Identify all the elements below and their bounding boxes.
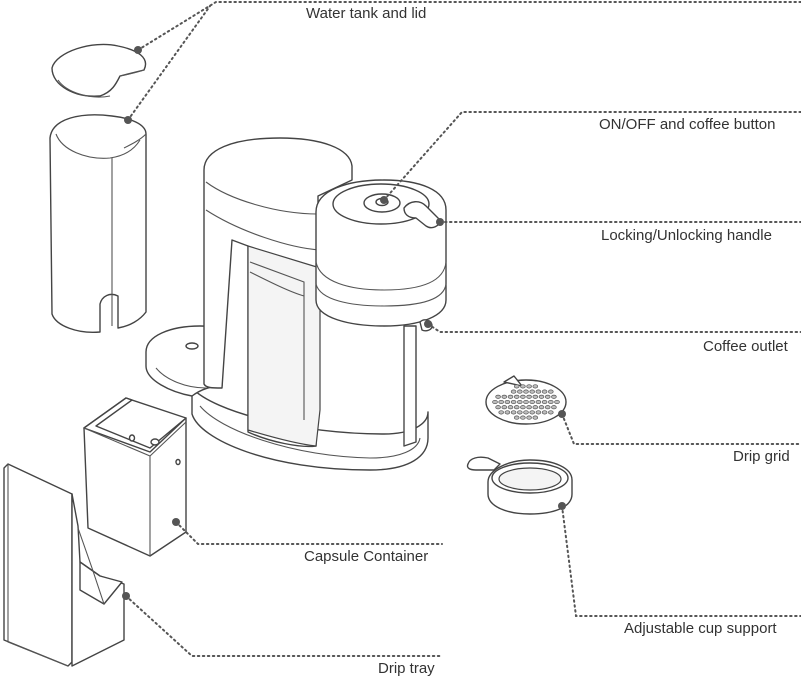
leader-outlet [427,323,801,333]
drip-grid-hole [513,384,520,389]
drip-grid-hole [529,399,535,405]
drip-grid-hole [526,394,532,399]
label-on-off-button: ON/OFF and coffee button [599,116,776,133]
drip-grid-hole [541,410,548,415]
drip-grid-hole [538,405,545,410]
drip-grid [485,375,567,425]
drip-grid-hole [495,394,501,399]
drip-grid-hole [526,405,532,410]
dot-water-tank [124,116,132,124]
drip-grid-hole [532,415,539,420]
drip-grid-hole [498,410,504,415]
drip-grid-hole [532,405,539,410]
dot-cup-support [558,502,566,510]
drip-grid-hole [526,415,532,420]
dot-on-off [380,196,388,204]
leader-capsule [175,521,443,545]
drip-grid-hole [495,405,501,410]
drip-grid-hole [523,410,529,415]
drip-grid-hole [507,394,514,399]
callout-leaders [125,1,801,657]
label-locking-handle: Locking/Unlocking handle [601,227,772,244]
drip-grid-hole [551,405,557,410]
drip-grid-hole [517,389,523,394]
drip-grid-hole [501,405,508,410]
dot-handle [436,218,444,226]
dot-capsule [172,518,180,526]
leader-water-tank-lid [137,1,801,51]
dot-outlet [424,320,432,328]
drip-grid-hole [507,405,514,410]
drip-grid-hole [520,415,526,420]
label-water-tank-and-lid: Water tank and lid [306,5,427,22]
capsule-container [83,397,187,557]
drip-grid-hole [535,389,542,394]
drip-grid-hole [513,405,520,410]
drip-grid-hole [517,410,523,415]
drip-tray [3,463,125,667]
drip-grid-hole [510,410,517,415]
dot-drip-tray [122,592,130,600]
drip-grid-hole [526,384,532,389]
drip-grid-hole [551,394,557,399]
label-drip-grid: Drip grid [733,448,790,465]
leader-water-tank [127,5,211,121]
dot-water-tank-lid [134,46,142,54]
callout-dots [122,46,566,600]
leader-cup-support [561,505,801,617]
drip-grid-hole [520,405,526,410]
drip-grid-hole [492,399,498,405]
drip-grid-hole [554,399,560,405]
drip-grid-hole [548,389,554,394]
label-cup-support: Adjustable cup support [624,620,777,637]
drip-grid-hole [548,410,554,415]
drip-grid-hole [535,399,542,405]
drip-grid-hole [548,399,554,405]
drip-grid-hole [532,384,539,389]
drip-grid-hole [504,410,511,415]
drip-grid-hole [501,394,508,399]
drip-grid-hole [510,389,517,394]
drip-grid-hole [538,394,545,399]
drip-grid-hole [529,410,535,415]
dot-drip-grid [558,410,566,418]
drip-grid-hole [544,394,551,399]
drip-grid-hole [517,399,523,405]
drip-grid-hole [532,394,539,399]
water-tank [49,114,147,333]
leader-on-off [383,111,801,201]
drip-grid-hole [529,389,535,394]
drip-grid-hole [510,399,517,405]
drip-grid-hole [523,399,529,405]
label-coffee-outlet: Coffee outlet [703,338,788,355]
leader-drip-tray [125,595,443,657]
drip-grid-hole [520,384,526,389]
water-tank-lid [51,43,147,98]
drip-grid-hole [498,399,504,405]
leader-drip-grid [561,413,801,445]
drip-grid-hole [544,405,551,410]
label-drip-tray: Drip tray [378,660,435,677]
adjustable-cup-support [466,456,573,515]
coffee-machine-body [145,137,447,471]
drip-grid-hole [541,399,548,405]
drip-grid-hole [513,415,520,420]
drip-grid-hole [520,394,526,399]
label-capsule-container: Capsule Container [304,548,429,565]
drip-grid-hole [513,394,520,399]
drip-grid-hole [504,399,511,405]
drip-grid-hole [523,389,529,394]
drip-grid-hole [535,410,542,415]
drip-grid-hole [541,389,548,394]
